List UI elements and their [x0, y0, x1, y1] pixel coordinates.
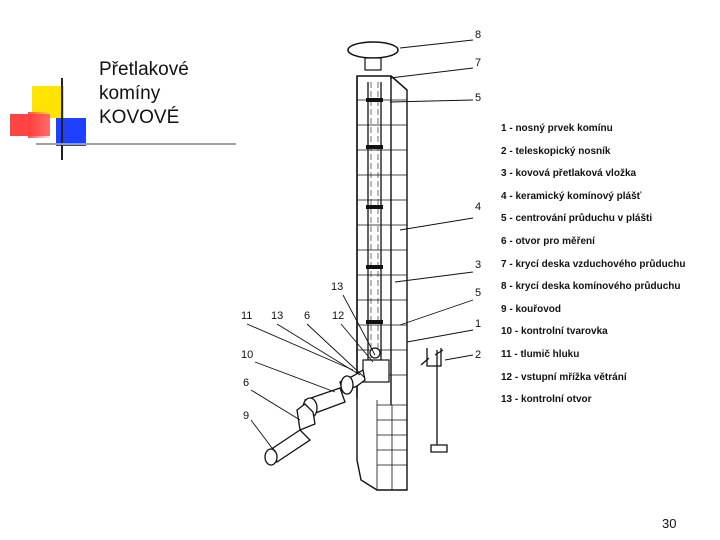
- top-cap: [347, 41, 399, 59]
- legend-list: 1 - nosný prvek komínu 2 - teleskopický …: [501, 122, 686, 416]
- flue-pipe: [264, 368, 366, 466]
- legend-item: 9 - kouřovod: [501, 303, 562, 315]
- cap-neck: [364, 57, 382, 71]
- decor-vertical-line: [61, 78, 63, 160]
- chimney-diagram: 8 7 5 4 3 5 1 2 13 11 13 6 12 10 6 9: [241, 29, 481, 491]
- callout-12: 12: [332, 310, 344, 322]
- leader-lines: [246, 39, 474, 453]
- callout-9: 9: [243, 410, 249, 422]
- legend-item: 2 - teleskopický nosník: [501, 145, 611, 157]
- callout-5a: 5: [475, 92, 481, 104]
- legend-item: 4 - keramický komínový plášť: [501, 190, 642, 202]
- title-line-1: Přetlakové: [99, 59, 189, 80]
- callout-11: 11: [241, 310, 252, 322]
- page-number: 30: [662, 516, 677, 531]
- callout-3: 3: [475, 259, 481, 271]
- chimney-shell: [356, 75, 408, 491]
- legend-item: 7 - krycí deska vzduchového průduchu: [501, 258, 686, 270]
- title-line-2: komíny: [99, 83, 161, 104]
- legend-item: 1 - nosný prvek komínu: [501, 123, 613, 134]
- callout-1: 1: [475, 318, 481, 330]
- legend-item: 3 - kovová přetlaková vložka: [501, 168, 637, 180]
- callout-10: 10: [241, 349, 253, 361]
- callout-8: 8: [475, 29, 481, 41]
- callout-7: 7: [475, 57, 481, 69]
- legend-item: 8 - krycí deska komínového průduchu: [501, 281, 681, 293]
- callout-2: 2: [475, 349, 481, 361]
- callout-numbers: 8 7 5 4 3 5 1 2 13 11 13 6 12 10 6 9: [241, 29, 481, 422]
- callout-6a: 6: [304, 310, 310, 322]
- centering-rings: [366, 98, 383, 324]
- decor-horizontal-line: [36, 143, 236, 145]
- callout-5b: 5: [475, 287, 481, 299]
- callout-4: 4: [475, 201, 481, 213]
- callout-6b: 6: [243, 377, 249, 389]
- decor-red-gradient: [28, 112, 50, 138]
- callout-13b: 13: [271, 310, 283, 322]
- callout-13a: 13: [331, 281, 343, 293]
- legend-item: 11 - tlumič hluku: [501, 348, 580, 360]
- legend-item: 6 - otvor pro měření: [501, 235, 595, 247]
- title-line-3: KOVOVÉ: [99, 107, 180, 128]
- legend-item: 5 - centrování průduchu v plášti: [501, 213, 653, 225]
- legend-item: 12 - vstupní mřížka větrání: [501, 371, 627, 383]
- telescopic-support: [420, 348, 448, 453]
- base-box: [362, 359, 390, 383]
- legend-item: 13 - kontrolní otvor: [501, 394, 592, 406]
- legend-item: 10 - kontrolní tvarovka: [501, 326, 608, 338]
- slide-title: Přetlakové komíny KOVOVÉ: [99, 58, 189, 130]
